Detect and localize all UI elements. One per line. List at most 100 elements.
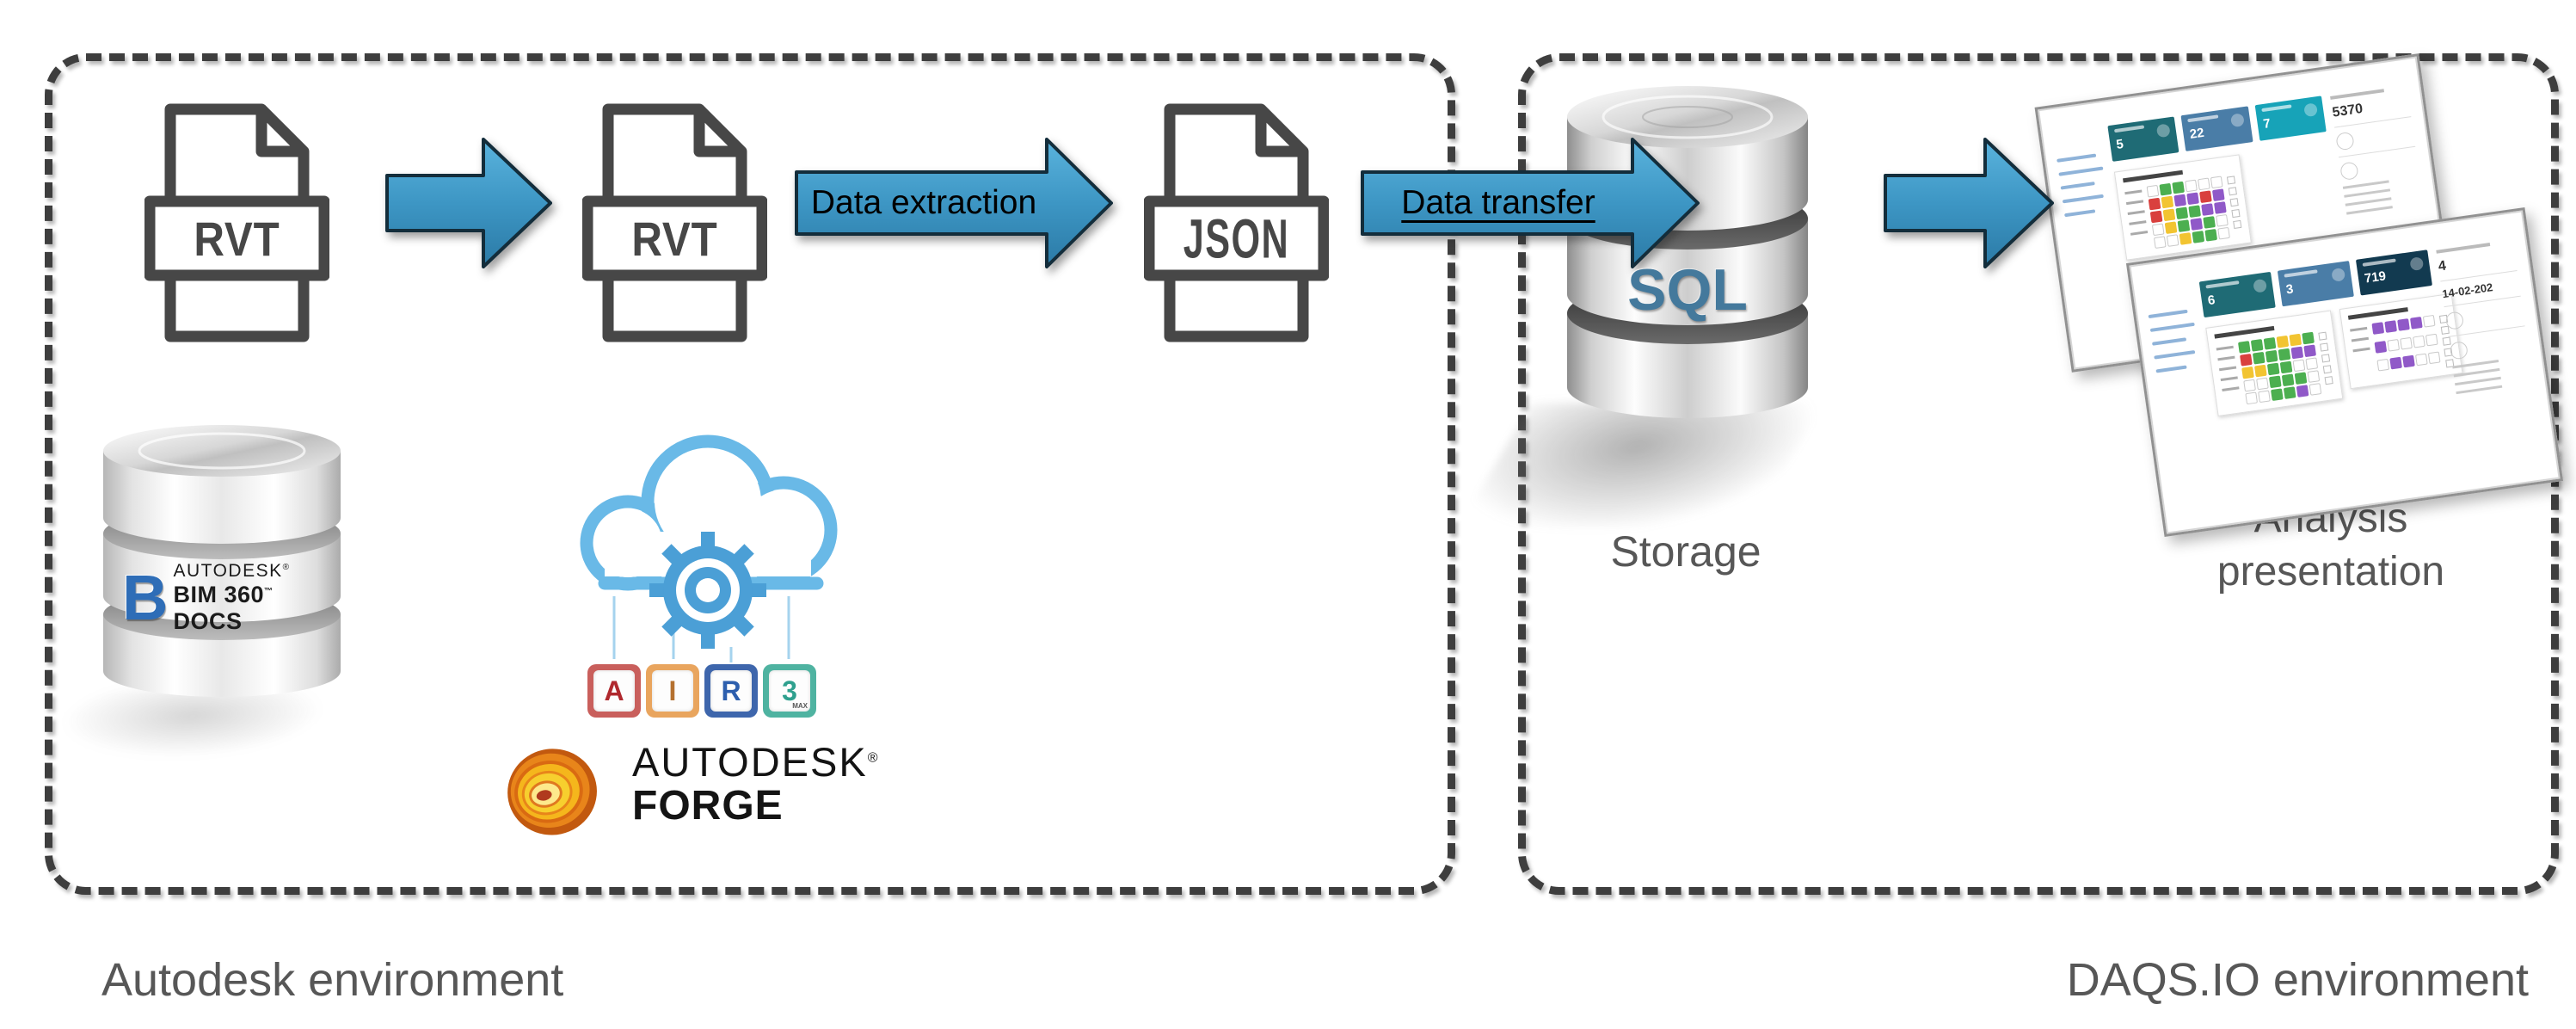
indicator-grid	[2371, 314, 2441, 378]
grid-cell	[2186, 192, 2199, 206]
grid-cell	[2211, 188, 2225, 201]
summary-card: 7	[2254, 96, 2327, 141]
flow-arrow-4	[1884, 134, 2056, 272]
indicator-title-bar	[2347, 307, 2408, 320]
summary-card: 22	[2180, 106, 2253, 151]
arrow-right-icon	[795, 138, 1113, 268]
grid-cell	[2245, 391, 2259, 405]
grid-cell	[2201, 203, 2214, 216]
forge-product-line: FORGE	[632, 782, 784, 829]
grid-cell	[2203, 216, 2216, 229]
grid-cell	[2283, 386, 2296, 399]
summary-card: 719	[2355, 250, 2432, 296]
arrow-right-icon	[1884, 138, 2054, 268]
grid-cell	[2296, 385, 2309, 397]
grid-cell	[2400, 336, 2413, 350]
grid-cell	[2161, 195, 2174, 209]
data-extraction-label: Data extraction	[810, 184, 1037, 221]
grid-cell	[2303, 344, 2317, 358]
control-box	[2320, 342, 2329, 352]
grid-cell	[2148, 197, 2161, 211]
rvt-file-icon-1: RVT	[144, 98, 329, 348]
grid-cell	[2159, 182, 2173, 196]
grid-cell	[2425, 333, 2438, 347]
revit-app-icon: R	[704, 664, 758, 718]
grid-cell	[2151, 223, 2165, 237]
grid-cell	[2266, 362, 2280, 376]
row-label-bar	[2220, 376, 2238, 382]
rvt-file-icon-2: RVT	[582, 98, 767, 348]
row-label-bar	[2125, 200, 2144, 206]
autocad-app-icon: A	[587, 664, 641, 718]
grid-cell	[2252, 351, 2266, 365]
flow-arrow-1	[385, 134, 554, 272]
grid-cell	[2402, 354, 2415, 368]
grid-cell	[2263, 336, 2277, 350]
daqs-environment-label: DAQS.IO environment	[2066, 954, 2529, 1006]
grid-cell	[2198, 177, 2210, 191]
bim360-database-icon	[103, 425, 341, 697]
sheet-bar	[2456, 385, 2503, 395]
control-box	[2229, 198, 2239, 207]
grid-cell	[2149, 210, 2163, 224]
sidebar-link-bar	[2149, 322, 2195, 332]
rvt-file-label: RVT	[194, 211, 280, 266]
bim360-logo-text: AUTODESK® BIM 360™ DOCS	[173, 561, 337, 635]
status-circle	[2444, 311, 2465, 330]
grid-cell	[2294, 372, 2308, 385]
grid-cell	[2204, 228, 2218, 242]
grid-cell	[2175, 206, 2189, 220]
card-title-bar	[2260, 104, 2292, 113]
grid-cell	[2216, 214, 2229, 227]
summary-card: 6	[2198, 271, 2276, 318]
3dsmax-max-sub: MAX	[792, 702, 808, 710]
forge-swirl-icon	[507, 749, 597, 835]
grid-cell	[2210, 176, 2223, 189]
sheet-bar	[2342, 180, 2389, 189]
grid-cell	[2241, 366, 2254, 379]
sidebar-link-bar	[2058, 166, 2104, 176]
file-outline-icon	[582, 103, 767, 342]
autocad-app-inner: A	[593, 670, 635, 712]
indicator-title-bar	[2123, 169, 2184, 183]
data-transfer-label: Data transfer	[1401, 184, 1595, 221]
indicator-body	[2216, 330, 2334, 408]
row-label-bar	[2127, 210, 2145, 216]
grid-cell	[2374, 340, 2388, 354]
json-file-icon: JSON	[1144, 98, 1329, 348]
data-extraction-arrow: Data extraction	[795, 134, 1115, 272]
analysis-label-line2: presentation	[2216, 549, 2445, 595]
row-label-bar	[2218, 366, 2237, 372]
sidebar-link-bar	[2155, 365, 2187, 373]
data-transfer-arrow: Data transfer	[1361, 134, 1701, 272]
grid-cell	[2146, 184, 2160, 198]
row-label-bar	[2222, 386, 2240, 392]
summary-card: 5	[2107, 116, 2179, 162]
forge-logo-text: AUTODESK® FORGE	[632, 740, 880, 828]
sql-label: SQL	[1627, 257, 1748, 323]
grid-cell	[2305, 357, 2319, 371]
sidebar-link-bar	[2148, 309, 2188, 319]
row-label-bar	[2216, 345, 2234, 351]
grid-cell	[2173, 194, 2187, 207]
row-label-bar	[2217, 355, 2235, 361]
grid-cell	[2254, 364, 2267, 378]
grid-cell	[2397, 318, 2410, 331]
grid-cell	[2271, 388, 2284, 402]
grid-cell	[2240, 353, 2253, 367]
grid-cell	[2250, 339, 2264, 352]
3dsmax-letter: 3	[782, 675, 797, 706]
grid-cell	[2276, 335, 2290, 348]
stat-label-bar	[2330, 89, 2385, 100]
file-outline-icon	[144, 103, 329, 342]
sidebar-link-bar	[2062, 194, 2104, 204]
card-title-bar	[2113, 125, 2145, 133]
inventor-app-icon: I	[646, 664, 699, 718]
grid-cell	[2302, 331, 2315, 345]
grid-cell	[2172, 181, 2185, 194]
autodesk-environment-label: Autodesk environment	[101, 954, 564, 1006]
grid-cell	[2289, 333, 2302, 347]
indicator-card	[2205, 310, 2344, 416]
indicator-body	[2350, 313, 2455, 380]
